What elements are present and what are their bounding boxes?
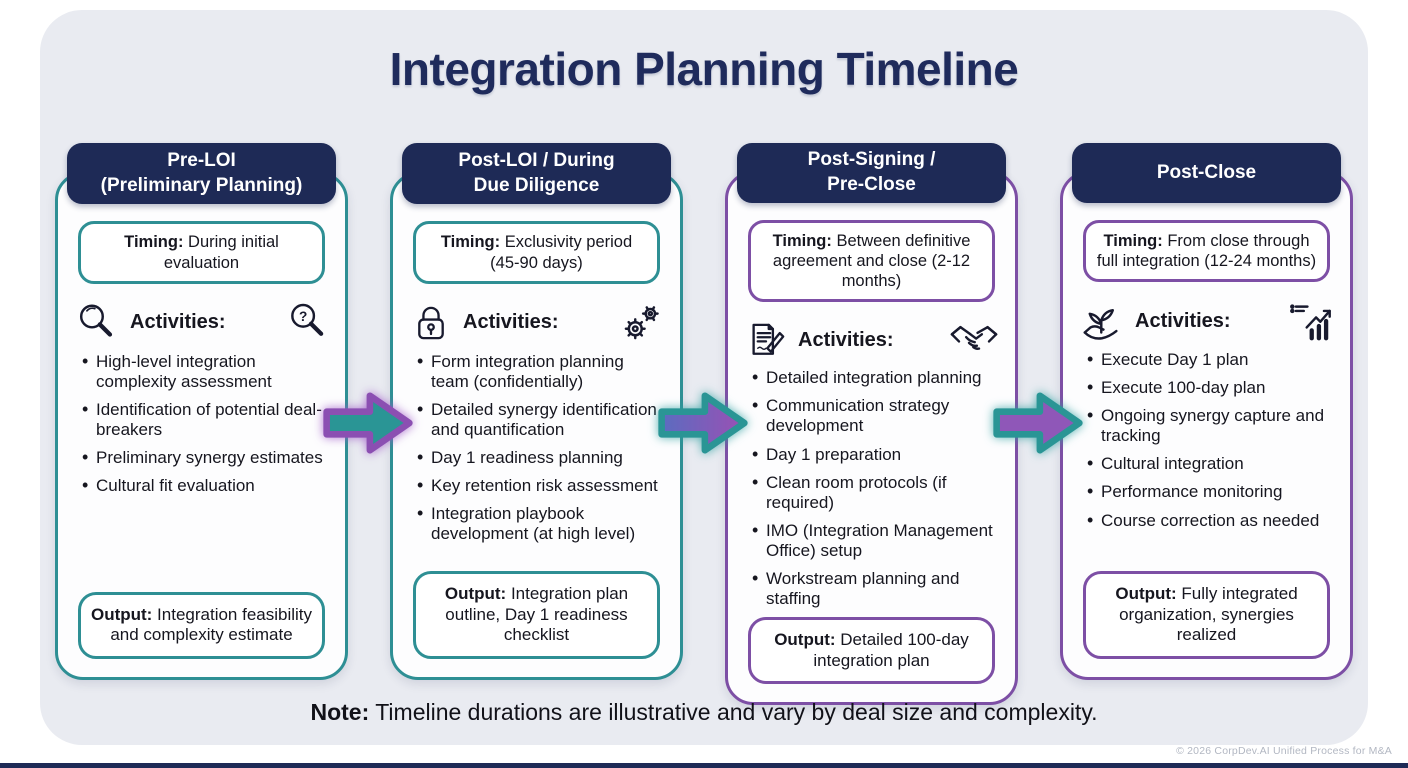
- svg-text:?: ?: [299, 308, 307, 323]
- phase-column-post-signing: Post-Signing / Pre-Close Timing: Between…: [725, 143, 1018, 706]
- magnifier-question-icon: ?: [291, 303, 324, 336]
- output-text: Integration plan outline, Day 1 readines…: [445, 583, 629, 645]
- phase-column-pre-loi: Pre-LOI (Preliminary Planning) Timing: D…: [55, 143, 348, 680]
- activity-item: Key retention risk assessment: [415, 475, 666, 496]
- activity-item: Execute Day 1 plan: [1085, 349, 1336, 370]
- sprout-hand-icon: [1083, 309, 1118, 340]
- activities-header: Activities: ?: [74, 300, 329, 346]
- activity-item: Day 1 readiness planning: [415, 447, 666, 468]
- document-pen-icon: [752, 324, 785, 356]
- phase-column-post-loi: Post-LOI / During Due Diligence Timing: …: [390, 143, 683, 680]
- output-box: Output: Integration feasibility and comp…: [78, 591, 325, 659]
- activity-item: Integration playbook development (at hig…: [415, 503, 666, 544]
- activities-list: Execute Day 1 planExecute 100-day planOn…: [1085, 349, 1336, 538]
- padlock-icon: [418, 306, 444, 339]
- phase-header: Pre-LOI (Preliminary Planning): [67, 143, 336, 205]
- activity-item: Clean room protocols (if required): [750, 472, 1001, 513]
- activities-label: Activities:: [1135, 309, 1231, 332]
- footnote-text: Timeline durations are illustrative and …: [369, 699, 1098, 725]
- output-label: Output:: [1115, 583, 1177, 603]
- activity-item: Workstream planning and staffing: [750, 568, 1001, 609]
- activity-item: Course correction as needed: [1085, 510, 1336, 531]
- activity-item: Communication strategy development: [750, 395, 1001, 436]
- output-box: Output: Integration plan outline, Day 1 …: [413, 570, 660, 659]
- footnote: Note: Timeline durations are illustrativ…: [0, 699, 1408, 726]
- activities-list: High-level integration complexity assess…: [80, 351, 331, 504]
- timing-box: Timing: Between definitive agreement and…: [748, 220, 995, 303]
- output-label: Output:: [90, 604, 153, 624]
- page-title: Integration Planning Timeline: [389, 43, 1019, 95]
- activities-list: Form integration planning team (confiden…: [415, 351, 666, 552]
- bottom-border-strip: [0, 763, 1408, 768]
- output-text: Integration feasibility and complexity e…: [110, 604, 313, 645]
- timing-box: Timing: From close through full integrat…: [1083, 220, 1330, 283]
- timing-text: During initial evaluation: [163, 233, 279, 272]
- magnifier-icon: [79, 304, 113, 337]
- activity-item: Ongoing synergy capture and tracking: [1085, 405, 1336, 446]
- activities-header: Activities:: [1079, 298, 1334, 344]
- output-label: Output:: [774, 629, 836, 649]
- handshake-icon: [950, 326, 998, 351]
- activities-list: Detailed integration planningCommunicati…: [750, 367, 1001, 616]
- arrow-right-icon: [658, 392, 748, 454]
- arrow-right-icon: [323, 392, 413, 454]
- activities-label: Activities:: [798, 328, 894, 351]
- timing-box: Timing: Exclusivity period (45-90 days): [413, 221, 660, 284]
- output-box: Output: Detailed 100-day integration pla…: [748, 616, 995, 685]
- timing-text: Exclusivity period (45-90 days): [490, 233, 633, 272]
- timing-box: Timing: During initial evaluation: [78, 221, 325, 284]
- activity-item: Day 1 preparation: [750, 444, 1001, 465]
- activity-item: Execute 100-day plan: [1085, 377, 1336, 398]
- output-text: Fully integrated organization, synergies…: [1119, 583, 1298, 645]
- phase-header: Post-Close: [1072, 143, 1341, 203]
- activity-item: Performance monitoring: [1085, 481, 1336, 502]
- activity-item: Cultural integration: [1085, 453, 1336, 474]
- timing-label: Timing:: [440, 233, 501, 252]
- activity-item: Detailed synergy identification and quan…: [415, 399, 666, 440]
- timing-label: Timing:: [124, 233, 184, 252]
- activity-item: Preliminary synergy estimates: [80, 447, 331, 468]
- timing-label: Timing:: [1103, 232, 1163, 250]
- phase-header: Post-Signing / Pre-Close: [737, 143, 1006, 203]
- output-label: Output:: [444, 583, 507, 603]
- activity-item: IMO (Integration Management Office) setu…: [750, 520, 1001, 561]
- arrow-right-icon: [993, 392, 1083, 454]
- gears-icon: [624, 305, 659, 339]
- timing-text: From close through full integration (12-…: [1096, 232, 1317, 271]
- phase-header: Post-LOI / During Due Diligence: [402, 143, 671, 205]
- activity-item: Identification of potential deal-breaker…: [80, 399, 331, 440]
- phase-card: Timing: From close through full integrat…: [1060, 171, 1353, 680]
- copyright-credit: © 2026 CorpDev.AI Unified Process for M&…: [1176, 745, 1392, 757]
- phase-card: Timing: Between definitive agreement and…: [725, 171, 1018, 706]
- timeline-columns: Pre-LOI (Preliminary Planning) Timing: D…: [55, 143, 1353, 706]
- output-text: Detailed 100-day integration plan: [813, 629, 969, 670]
- activities-label: Activities:: [130, 311, 226, 334]
- footnote-label: Note:: [310, 699, 370, 725]
- activity-item: Form integration planning team (confiden…: [415, 351, 666, 392]
- activities-header: Activities:: [744, 318, 999, 362]
- activities-label: Activities:: [463, 311, 559, 334]
- phase-card: Timing: During initial evaluation Activi…: [55, 172, 348, 680]
- timing-text: Between definitive agreement and close (…: [772, 232, 971, 291]
- output-box: Output: Fully integrated organization, s…: [1083, 570, 1330, 659]
- activity-item: Detailed integration planning: [750, 367, 1001, 388]
- timing-label: Timing:: [772, 232, 832, 250]
- phase-column-post-close: Post-Close Timing: From close through fu…: [1060, 143, 1353, 680]
- activity-item: Cultural fit evaluation: [80, 475, 331, 496]
- growth-chart-icon: [1290, 304, 1331, 341]
- phase-card: Timing: Exclusivity period (45-90 days) …: [390, 172, 683, 680]
- activity-item: High-level integration complexity assess…: [80, 351, 331, 392]
- activities-header: Activities:: [409, 300, 664, 346]
